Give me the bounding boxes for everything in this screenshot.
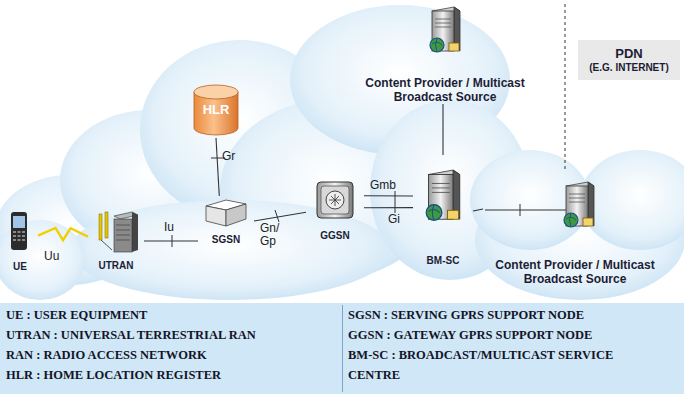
- content-server: Content Provider / Multicast Broadcast S…: [345, 4, 545, 104]
- ggsn-label: GGSN: [320, 230, 349, 242]
- interface-line: [364, 207, 413, 208]
- sgsn-label: SGSN: [212, 234, 240, 246]
- abbreviation-entry: UTRAN : UNIVERSAL TERRESTRIAL RAN: [6, 325, 340, 345]
- abbreviation-entry: HLR : HOME LOCATION REGISTER: [6, 365, 340, 385]
- interface-label: Gn/ Gp: [260, 222, 284, 248]
- utran-label: UTRAN: [99, 260, 134, 272]
- interface-line: [144, 240, 198, 241]
- abbreviation-entry: RAN : RADIO ACCESS NETWORK: [6, 345, 340, 365]
- radio-link: [38, 228, 88, 240]
- abbreviation-entry: UE : USER EQUIPMENT: [6, 305, 340, 325]
- ue-phone: UE: [2, 205, 38, 273]
- ue-label: UE: [13, 261, 27, 273]
- bmsc-server: BM-SC: [413, 155, 473, 267]
- abbreviation-entry: GGSN : GATEWAY GPRS SUPPORT NODE: [348, 325, 682, 345]
- sgsn-node: SGSN: [198, 196, 254, 246]
- content-provider-label: Content Provider / Multicast Broadcast S…: [356, 76, 534, 104]
- interface-label: Uu: [44, 250, 59, 263]
- content-server: Content Provider / Multicast Broadcast S…: [483, 176, 667, 286]
- abbreviation-entry: BM-SC : BROADCAST/MULTICAST SERVICE CENT…: [348, 345, 648, 385]
- abbreviation-entry: SGSN : SERVING GPRS SUPPORT NODE: [348, 305, 682, 325]
- interface-line: [473, 209, 483, 211]
- interface-line: [442, 104, 443, 155]
- hlr-label: HLR: [203, 102, 230, 118]
- hlr-database: HLR: [192, 82, 240, 138]
- interface-line: [216, 138, 219, 196]
- interface-label: Gi: [388, 213, 400, 226]
- interface-line: [364, 195, 413, 196]
- ggsn-router: GGSN: [306, 176, 364, 242]
- interface-label: Iu: [164, 221, 174, 234]
- interface-label: Gr: [222, 150, 235, 163]
- utran-node: UTRAN: [88, 210, 144, 272]
- column-divider: [342, 305, 343, 392]
- pdn-heading: PDN: [615, 46, 642, 62]
- pdn-subtitle: (E.G. INTERNET): [589, 62, 668, 74]
- bmsc-label: BM-SC: [427, 255, 460, 267]
- content-provider-label: Content Provider / Multicast Broadcast S…: [486, 258, 664, 286]
- interface-line: [254, 212, 306, 221]
- interface-label: Gmb: [370, 179, 396, 192]
- pdn-box: PDN(E.G. INTERNET): [578, 40, 680, 80]
